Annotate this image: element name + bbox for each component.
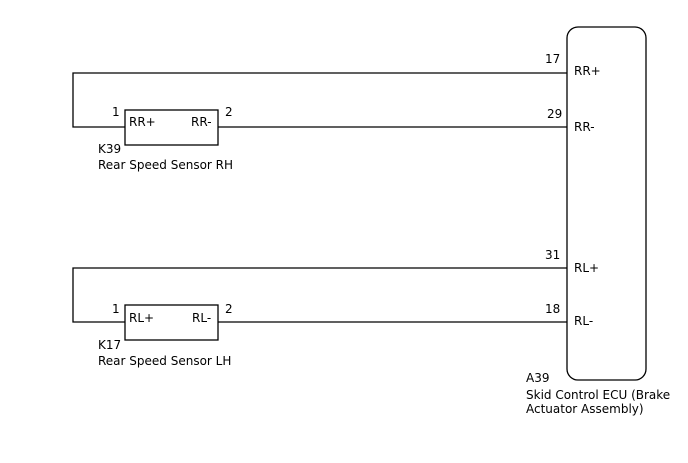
wire-rr-plus <box>72 72 567 128</box>
sensor-rh-code: K39 <box>98 142 121 156</box>
ecu-name-line2: Actuator Assembly) <box>526 402 644 416</box>
ecu-pin-num: 29 <box>547 107 562 121</box>
sensor-lh-name: Rear Speed Sensor LH <box>98 354 231 368</box>
sensor-lh-pin-plus-label: RL+ <box>129 311 154 325</box>
sensor-rh-pin-minus-num: 2 <box>225 105 233 119</box>
wire-rl-plus <box>72 267 567 323</box>
sensor-rh-pin-plus-num: 1 <box>112 105 120 119</box>
sensor-lh-pin-minus-num: 2 <box>225 302 233 316</box>
sensor-lh-block <box>124 304 219 341</box>
ecu-pin-num: 17 <box>545 52 560 66</box>
ecu-pin-num: 31 <box>545 248 560 262</box>
ecu-pin-num: 18 <box>545 302 560 316</box>
sensor-lh-code: K17 <box>98 338 121 352</box>
sensor-rh-name: Rear Speed Sensor RH <box>98 158 233 172</box>
sensor-lh-pin-minus-label: RL- <box>192 311 211 325</box>
sensor-lh-pin-plus-num: 1 <box>112 302 120 316</box>
ecu-pin-label: RL+ <box>574 261 599 275</box>
sensor-rh-block <box>124 109 219 146</box>
ecu-code: A39 <box>526 371 549 385</box>
ecu-block <box>566 26 647 381</box>
ecu-name-line1: Skid Control ECU (Brake <box>526 388 670 402</box>
sensor-rh-pin-plus-label: RR+ <box>129 115 156 129</box>
sensor-rh-pin-minus-label: RR- <box>191 115 212 129</box>
ecu-pin-label: RR- <box>574 120 595 134</box>
ecu-pin-label: RL- <box>574 314 593 328</box>
ecu-pin-label: RR+ <box>574 64 601 78</box>
